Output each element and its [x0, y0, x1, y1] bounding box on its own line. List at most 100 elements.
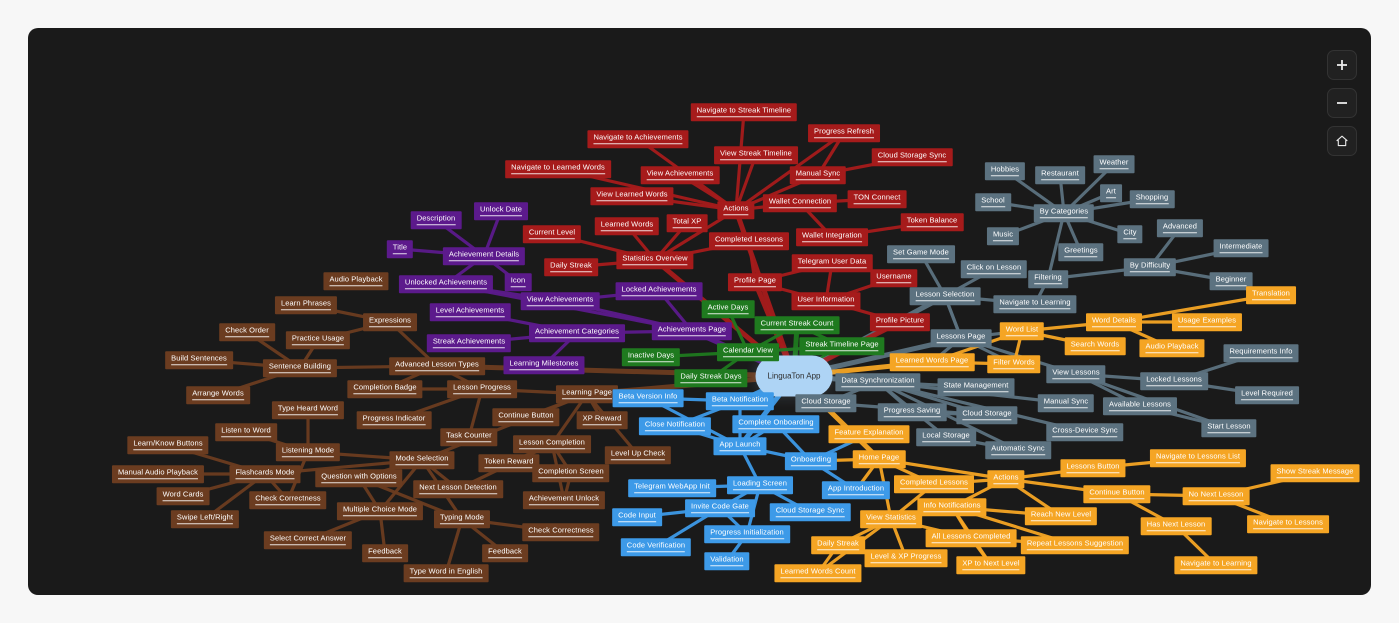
mindmap-node[interactable]: Home Page [852, 450, 906, 468]
mindmap-node[interactable]: State Management [937, 378, 1015, 396]
mindmap-node[interactable]: Telegram WebApp Init [628, 479, 716, 497]
mindmap-node[interactable]: Title [386, 240, 414, 258]
mindmap-node[interactable]: Unlocked Achievements [398, 275, 494, 293]
mindmap-node[interactable]: Username [870, 269, 918, 287]
mindmap-node[interactable]: User Information [791, 292, 861, 310]
mindmap-node[interactable]: Invite Code Gate [685, 499, 755, 517]
mindmap-node[interactable]: Filtering [1028, 270, 1068, 288]
mindmap-node[interactable]: Info Notifications [917, 498, 987, 516]
mindmap-node[interactable]: No Next Lesson [1182, 487, 1250, 505]
mindmap-node[interactable]: Has Next Lesson [1140, 517, 1212, 535]
mindmap-node[interactable]: Arrange Words [186, 386, 250, 404]
mindmap-node[interactable]: Navigate to Lessons [1247, 515, 1329, 533]
mindmap-node[interactable]: View Statistics [860, 510, 922, 528]
mindmap-node[interactable]: Progress Saving [877, 403, 947, 421]
mindmap-node[interactable]: Daily Streak [811, 536, 865, 554]
mindmap-node[interactable]: Token Balance [900, 213, 964, 231]
mindmap-node[interactable]: App Launch [713, 437, 767, 455]
mindmap-node[interactable]: Streak Timeline Page [799, 337, 885, 355]
mindmap-node[interactable]: Repeat Lessons Suggestion [1020, 536, 1130, 554]
mindmap-node[interactable]: Statistics Overview [616, 251, 694, 269]
mindmap-node[interactable]: School [975, 193, 1011, 211]
mindmap-node[interactable]: Requirements Info [1223, 344, 1299, 362]
mindmap-node[interactable]: Feature Explanation [828, 425, 910, 443]
mindmap-node[interactable]: Restaurant [1035, 166, 1085, 184]
mindmap-node[interactable]: Active Days [701, 300, 755, 318]
mindmap-node[interactable]: Achievement Unlock [522, 491, 606, 509]
mindmap-node[interactable]: Achievement Categories [529, 324, 625, 342]
mindmap-node[interactable]: Advanced Lesson Types [389, 357, 485, 375]
mindmap-node[interactable]: Swipe Left/Right [170, 510, 240, 528]
mindmap-node[interactable]: Current Streak Count [754, 316, 840, 334]
mindmap-node[interactable]: Data Synchronization [835, 373, 921, 391]
mindmap-node[interactable]: Icon [504, 273, 532, 291]
mindmap-node[interactable]: Local Storage [916, 428, 976, 446]
mindmap-node[interactable]: Reach New Level [1024, 507, 1098, 525]
mindmap-node[interactable]: Calendar View [717, 343, 779, 361]
mindmap-node[interactable]: Telegram User Data [791, 254, 873, 272]
mindmap-node[interactable]: Select Correct Answer [263, 531, 353, 549]
mindmap-node[interactable]: Expressions [363, 313, 417, 331]
mindmap-node[interactable]: Audio Playback [323, 272, 389, 290]
mindmap-node[interactable]: Hobbies [984, 162, 1026, 180]
mindmap-node[interactable]: Check Correctness [249, 491, 327, 509]
mindmap-node[interactable]: Navigate to Achievements [587, 130, 689, 148]
mindmap-node[interactable]: Code Verification [620, 538, 692, 556]
mindmap-node[interactable]: View Lessons [1046, 365, 1106, 383]
mindmap-node[interactable]: Next Lesson Detection [413, 480, 503, 498]
mindmap-node[interactable]: Locked Lessons [1140, 372, 1208, 390]
mindmap-node[interactable]: Sentence Building [262, 359, 338, 377]
mindmap-node[interactable]: Navigate to Learned Words [505, 160, 611, 178]
mindmap-node[interactable]: Art [1100, 184, 1122, 202]
mindmap-node[interactable]: Completed Lessons [709, 232, 789, 250]
mindmap-node[interactable]: Cloud Storage Sync [871, 148, 953, 166]
mindmap-node[interactable]: Word Details [1086, 313, 1142, 331]
mindmap-node[interactable]: Actions [987, 470, 1025, 488]
mindmap-node[interactable]: Learn/Know Buttons [127, 436, 209, 454]
mindmap-node[interactable]: Build Sentences [165, 351, 233, 369]
zoom-out-button[interactable] [1327, 88, 1357, 118]
mindmap-node[interactable]: Lesson Progress [447, 380, 517, 398]
mindmap-node[interactable]: Typing Mode [433, 510, 491, 528]
mindmap-node[interactable]: Inactive Days [621, 348, 681, 366]
mindmap-node[interactable]: TON Connect [847, 190, 907, 208]
mindmap-node[interactable]: Code Input [612, 508, 662, 526]
mindmap-node[interactable]: View Achievements [640, 166, 720, 184]
mindmap-node[interactable]: Navigate to Learning [993, 295, 1077, 313]
mindmap-node[interactable]: Learned Words Page [889, 353, 975, 371]
mindmap-node[interactable]: Daily Streak Days [674, 369, 748, 387]
mindmap-node[interactable]: Progress Initialization [704, 525, 790, 543]
mindmap-node[interactable]: Mode Selection [389, 451, 455, 469]
mindmap-node[interactable]: Level Achievements [429, 303, 511, 321]
mindmap-node[interactable]: Manual Sync [789, 166, 847, 184]
mindmap-node[interactable]: City [1117, 225, 1143, 243]
mindmap-node[interactable]: Achievement Details [442, 247, 526, 265]
zoom-in-button[interactable] [1327, 50, 1357, 80]
mindmap-node[interactable]: Cloud Storage [956, 406, 1018, 424]
mindmap-node[interactable]: Level Required [1235, 386, 1299, 404]
mindmap-node[interactable]: Wallet Connection [762, 194, 838, 212]
mindmap-node[interactable]: Wallet Integration [796, 228, 868, 246]
mindmap-node[interactable]: Lessons Button [1060, 459, 1126, 477]
mindmap-node[interactable]: Multiple Choice Mode [336, 502, 424, 520]
mindmap-node[interactable]: Completed Lessons [894, 475, 974, 493]
mindmap-node[interactable]: Check Order [219, 323, 275, 341]
mindmap-node[interactable]: Greetings [1058, 243, 1104, 261]
mindmap-node[interactable]: XP Reward [576, 411, 628, 429]
mindmap-node[interactable]: Type Word in English [403, 564, 489, 582]
mindmap-node[interactable]: Navigate to Lessons List [1149, 449, 1247, 467]
mindmap-node[interactable]: Learned Words Count [774, 564, 862, 582]
mindmap-node[interactable]: Intermediate [1213, 239, 1269, 257]
mindmap-node[interactable]: Continue Button [492, 408, 560, 426]
mindmap-node[interactable]: Learned Words [594, 217, 660, 235]
mindmap-node[interactable]: Listening Mode [275, 443, 341, 461]
mindmap-node[interactable]: Lesson Selection [909, 287, 981, 305]
mindmap-node[interactable]: Available Lessons [1102, 397, 1178, 415]
mindmap-node[interactable]: Completion Badge [347, 380, 423, 398]
mindmap-node[interactable]: Filter Words [987, 355, 1041, 373]
mindmap-node[interactable]: Close Notification [638, 417, 712, 435]
mindmap-node[interactable]: View Achievements [520, 292, 600, 310]
mindmap-node[interactable]: Flashcards Mode [229, 465, 301, 483]
mindmap-node[interactable]: Show Streak Message [1270, 464, 1360, 482]
mindmap-node[interactable]: Check Correctness [522, 523, 600, 541]
